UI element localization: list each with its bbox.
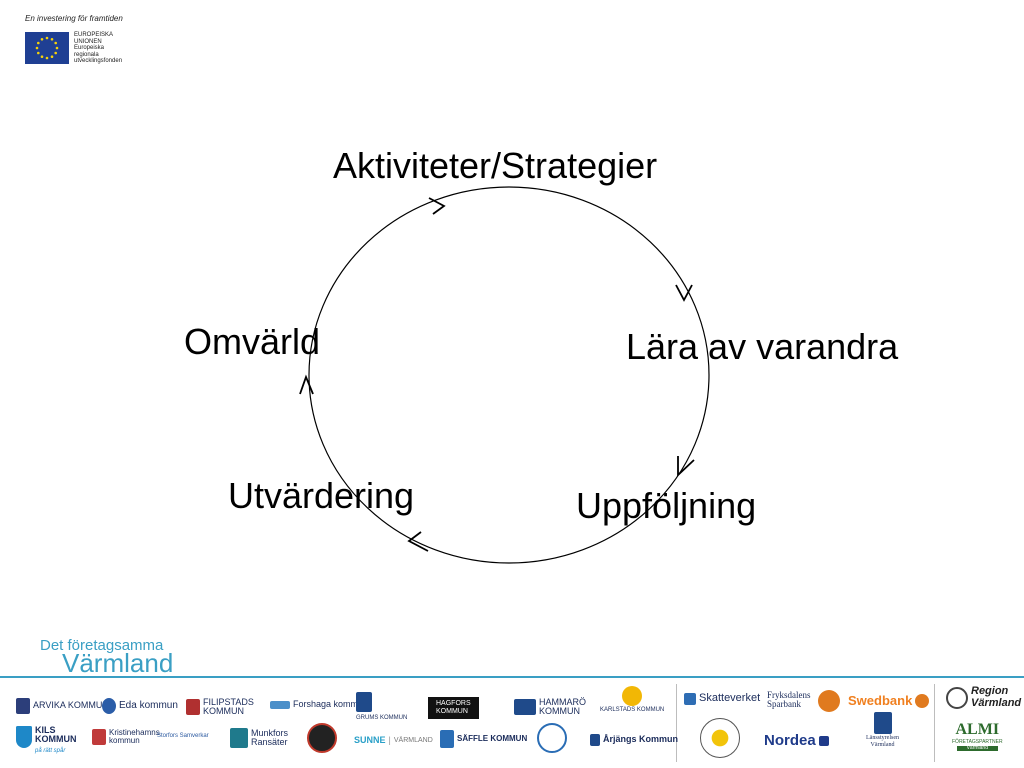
arrow-right	[675, 284, 693, 302]
shield-icon	[590, 734, 600, 746]
logo-lansstyrelsen: Länsstyrelsen Värmland	[866, 712, 899, 749]
eu-flag-icon	[25, 32, 69, 64]
kil-icon	[16, 726, 32, 748]
seal-icon	[537, 723, 567, 753]
brand-line-1: Det företagsamma	[40, 637, 164, 654]
sun-icon	[622, 686, 643, 706]
footer-divider	[934, 684, 935, 762]
logo-almi: ALMI FÖRETAGSPARTNER Värmland	[952, 721, 1003, 752]
badge-icon	[307, 723, 337, 753]
brand-line-2: Värmland	[62, 648, 174, 678]
nordea-icon	[818, 735, 829, 746]
shield-icon	[440, 730, 454, 748]
wave-icon	[270, 700, 290, 709]
shield-icon	[186, 699, 200, 716]
cycle-label-activities: Aktiviteter/Strategier	[333, 145, 658, 186]
logo-swedbank-oak	[818, 690, 840, 712]
region-icon	[946, 686, 968, 709]
logo-torsby	[537, 723, 567, 753]
logo-seal	[700, 718, 740, 758]
cycle-label-followup: Uppföljning	[576, 485, 757, 526]
logo-swedbank: Swedbank	[848, 694, 930, 708]
coat-of-arms-icon	[873, 712, 892, 734]
logo-arjang: Årjängs Kommun	[590, 734, 678, 746]
logo-skatteverket: Skatteverket	[684, 693, 760, 705]
crown-icon	[684, 693, 696, 705]
logo-arvika: ARVIKA KOMMUN	[16, 698, 109, 714]
logo-badge	[307, 723, 337, 753]
hammaro-icon	[514, 699, 536, 716]
logo-forshaga: Forshaga kommun	[270, 699, 368, 709]
arrow-top	[428, 197, 446, 215]
cycle-label-environment: Omvärld	[184, 321, 321, 362]
eu-fund-text: EUROPEISKA UNIONEN Europeiska regionala …	[74, 32, 123, 65]
cycle-ring	[308, 186, 710, 564]
footer-divider	[676, 684, 677, 762]
logo-sunne: SUNNE | VÄRMLAND	[354, 735, 433, 745]
arrow-lower-right	[677, 456, 695, 478]
logo-eda: Eda kommun	[102, 698, 178, 714]
shield-icon	[16, 698, 30, 714]
logo-grums: GRUMS KOMMUN	[356, 692, 407, 721]
star-icon	[102, 698, 116, 714]
logo-nordea: Nordea	[764, 733, 829, 749]
oak-icon	[818, 690, 840, 712]
logo-karlstad: KARLSTADS KOMMUN	[600, 686, 664, 713]
arrow-left	[299, 374, 314, 395]
logo-saffle: SÄFFLE KOMMUN	[440, 730, 527, 748]
arrow-bottom	[407, 531, 429, 552]
cycle-label-evaluation: Utvärdering	[228, 475, 415, 516]
shield-icon	[92, 729, 106, 746]
logo-samverkar: Storfors Samverkar	[157, 733, 209, 739]
eu-tagline: En investering för framtiden	[25, 14, 123, 23]
munkfors-icon	[230, 728, 248, 748]
logo-hagfors: HAGFORS KOMMUN	[428, 697, 479, 719]
seal-icon	[700, 718, 740, 758]
footer-rule	[0, 676, 1024, 678]
oak-icon	[915, 694, 930, 708]
cycle-label-learn: Lära av varandra	[626, 326, 899, 367]
shield-icon	[356, 692, 372, 712]
